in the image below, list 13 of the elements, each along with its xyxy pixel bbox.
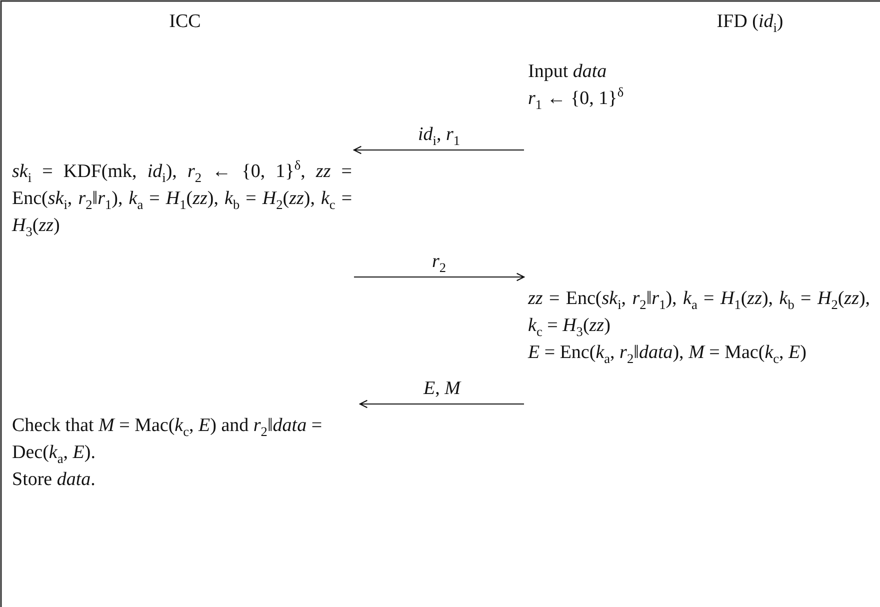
step-text: Store data.	[12, 468, 96, 492]
party-heading: ICC	[168, 10, 202, 34]
step-text: E = Enc(k$_{a}$, r$_{2}$‖data), M = Mac(k$_{c}$, E)	[528, 341, 808, 366]
step-text: zz = Enc(sk$_{i}$, r$_{2}$‖r$_{1}$), k$_{a}$ = H$_{1}$(zz), k$_{b}$ = H$_{2}$(zz), k$_{c}$ = H$_{3}$(zz)	[528, 287, 870, 339]
message-arrow	[353, 146, 524, 154]
message-arrow	[354, 272, 525, 282]
edge-label: id$_{i}$, r$_{1}$	[416, 124, 462, 146]
step-text: Check that M = Mac(k$_{c}$, E) and r$_{2}$‖data = Dec(k$_{a}$, E).	[12, 414, 324, 466]
party-heading: IFD (id$_{i}$)	[716, 10, 784, 35]
step-text: r$_{1}$ ← {0, 1}$^{δ}$	[528, 85, 625, 112]
message-arrow	[359, 400, 524, 408]
step-text: Input data	[528, 60, 608, 84]
step-text: sk$_{i}$ = KDF(mk, id$_{i}$), r$_{2}$ ← {0, 1}$^{δ}$, zz = Enc(sk$_{i}$, r$_{2}$‖r$_{1}$), k$_{a}$ = H$_{1}$(zz), k$_{b}$ = H$_{2}$(zz), k$_{c}$ = H$_{3}$(zz)	[12, 158, 352, 239]
